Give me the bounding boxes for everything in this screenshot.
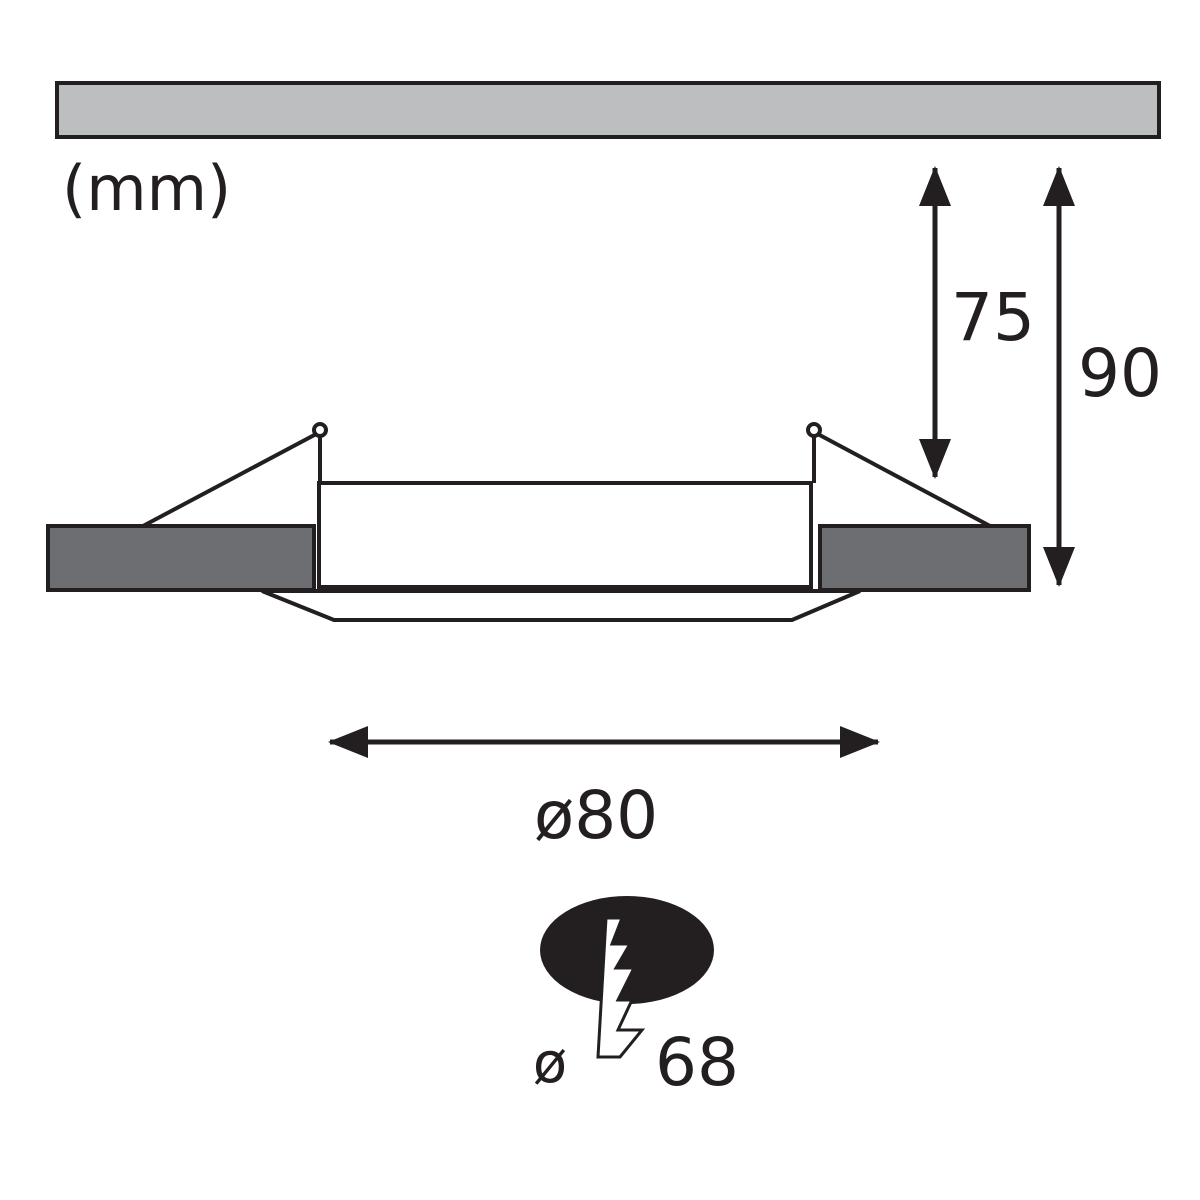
luminaire-section — [46, 422, 1031, 622]
right-ceiling-panel — [818, 524, 1031, 592]
cutout-dimension-label: 68 — [655, 1024, 739, 1101]
housing-body — [317, 481, 813, 589]
right-spring-clip-pivot — [806, 422, 822, 438]
left-spring-clip-arm — [142, 430, 321, 528]
right-spring-clip-arm — [813, 430, 991, 528]
cutout-symbol: ø — [533, 1031, 567, 1096]
cutout-hole-icon — [540, 896, 714, 1059]
left-ceiling-panel — [46, 524, 316, 592]
height-dimension-label: 90 — [1078, 335, 1162, 412]
diameter-dimension-label: ø80 — [534, 777, 658, 854]
ceiling-bar — [55, 81, 1161, 139]
depth-dimension-label: 75 — [951, 279, 1035, 356]
left-spring-clip-pivot — [312, 422, 328, 438]
units-label: (mm) — [62, 152, 231, 225]
trim-flange — [261, 589, 861, 622]
